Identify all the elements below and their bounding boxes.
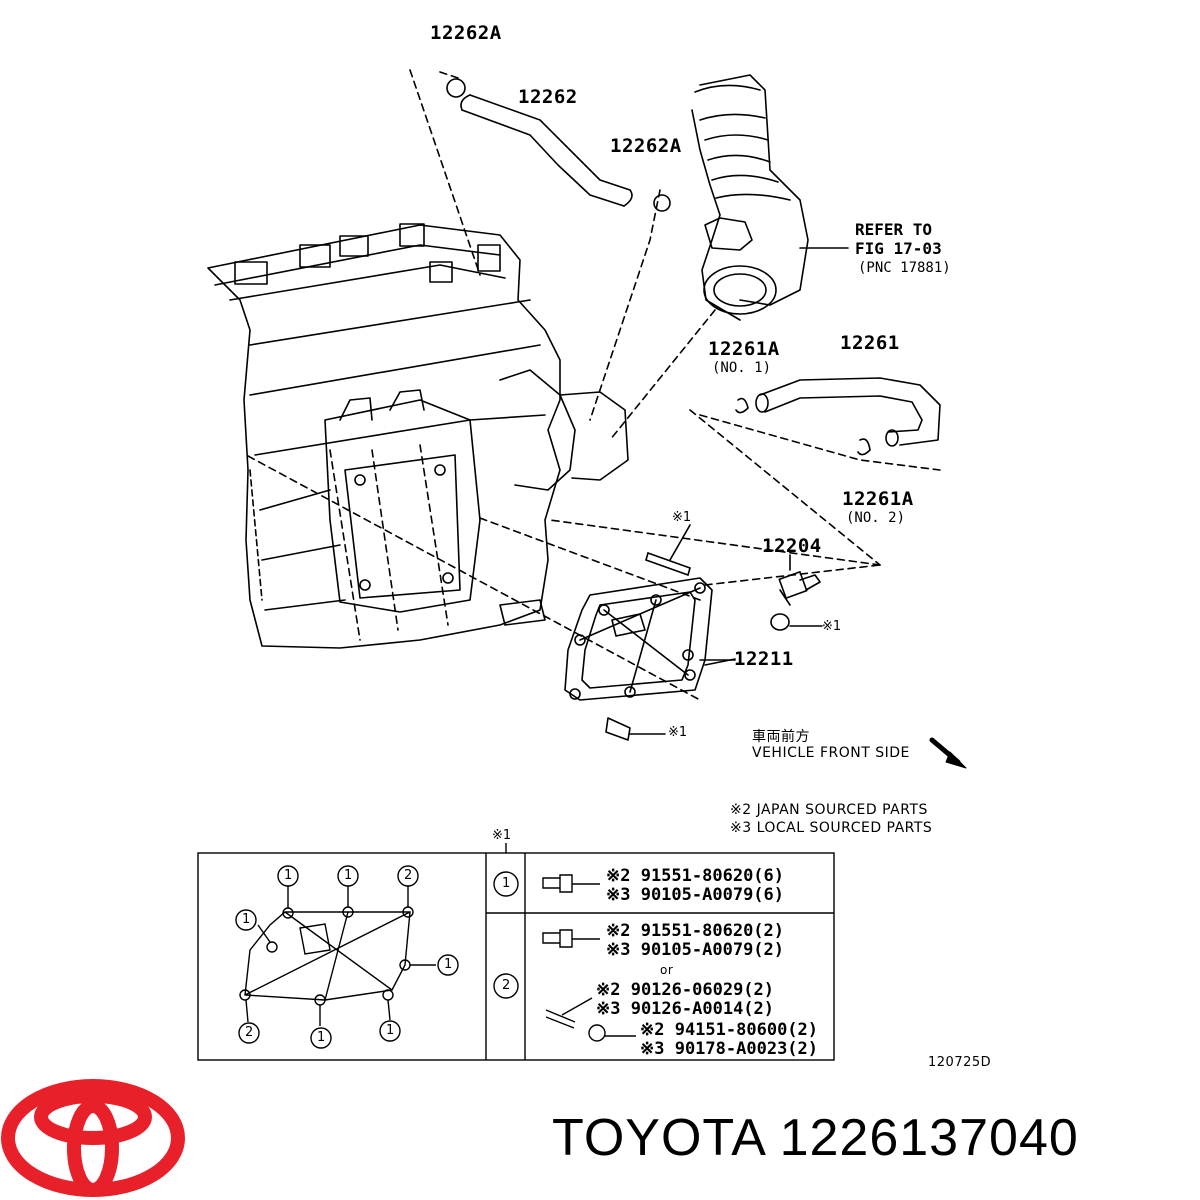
engine-block — [207, 223, 629, 649]
callout-7: 1 — [317, 1030, 326, 1045]
table-row1-line-b: ※3 90105-A0079(6) — [606, 885, 785, 905]
ventilation-hose-lower — [735, 377, 941, 456]
front-label-en: VEHICLE FRONT SIDE — [752, 745, 910, 761]
label-12211: 12211 — [734, 648, 794, 670]
fasteners — [605, 524, 823, 741]
callout-8: 1 — [386, 1023, 395, 1038]
ventilation-hose-upper — [446, 78, 671, 212]
label-12261a-no1: 12261A — [708, 338, 780, 360]
mark-table: ※1 — [492, 828, 512, 843]
table-row2-line-a: ※2 91551-80620(2) — [606, 921, 785, 941]
table-row2-line-d: ※3 90126-A0014(2) — [596, 999, 775, 1019]
label-12261a-no1-sub: (NO. 1) — [712, 360, 772, 376]
brand-name: TOYOTA — [552, 1109, 765, 1167]
guide-lines — [247, 69, 941, 701]
table-row2-line-e: ※2 94151-80600(2) — [640, 1020, 819, 1040]
label-12262a-mid: 12262A — [610, 135, 682, 157]
refer-line-3: (PNC 17881) — [858, 260, 951, 276]
label-12262: 12262 — [518, 86, 578, 108]
table-row2-line-f: ※3 90178-A0023(2) — [640, 1039, 819, 1059]
table-row1-index: 1 — [502, 876, 511, 891]
callout-2: 1 — [344, 868, 353, 883]
callout-3: 2 — [404, 868, 413, 883]
refer-line-1: REFER TO — [855, 220, 933, 239]
label-12204: 12204 — [762, 535, 822, 557]
table-row1-line-a: ※2 91551-80620(6) — [606, 866, 785, 886]
legend-japan: ※2 JAPAN SOURCED PARTS — [730, 802, 928, 818]
front-label-jp: 車両前方 — [752, 729, 810, 745]
table-row2-index: 2 — [502, 978, 511, 993]
mark-bolt: ※1 — [668, 725, 688, 740]
label-12262a-top: 12262A — [430, 22, 502, 44]
table-row2-line-b: ※3 90105-A0079(2) — [606, 940, 785, 960]
mark-nut: ※1 — [822, 619, 842, 634]
front-arrow-head — [945, 751, 967, 769]
label-12261: 12261 — [840, 332, 900, 354]
table-row2-line-c: ※2 90126-06029(2) — [596, 980, 775, 1000]
part-number: 1226137040 — [779, 1109, 1079, 1167]
separator-case — [564, 577, 736, 701]
intake-hose — [691, 74, 849, 321]
mark-stud: ※1 — [672, 510, 692, 525]
label-12261a-no2-sub: (NO. 2) — [846, 510, 906, 526]
label-12261a-no2: 12261A — [842, 488, 914, 510]
refer-line-2: FIG 17-03 — [855, 239, 942, 258]
callout-1: 1 — [284, 868, 293, 883]
callout-4: 1 — [242, 912, 251, 927]
figure-code: 120725D — [928, 1055, 992, 1070]
callout-6: 2 — [245, 1025, 254, 1040]
table-row2-or: or — [660, 963, 674, 977]
callout-5: 1 — [444, 957, 453, 972]
legend-local: ※3 LOCAL SOURCED PARTS — [730, 820, 933, 836]
